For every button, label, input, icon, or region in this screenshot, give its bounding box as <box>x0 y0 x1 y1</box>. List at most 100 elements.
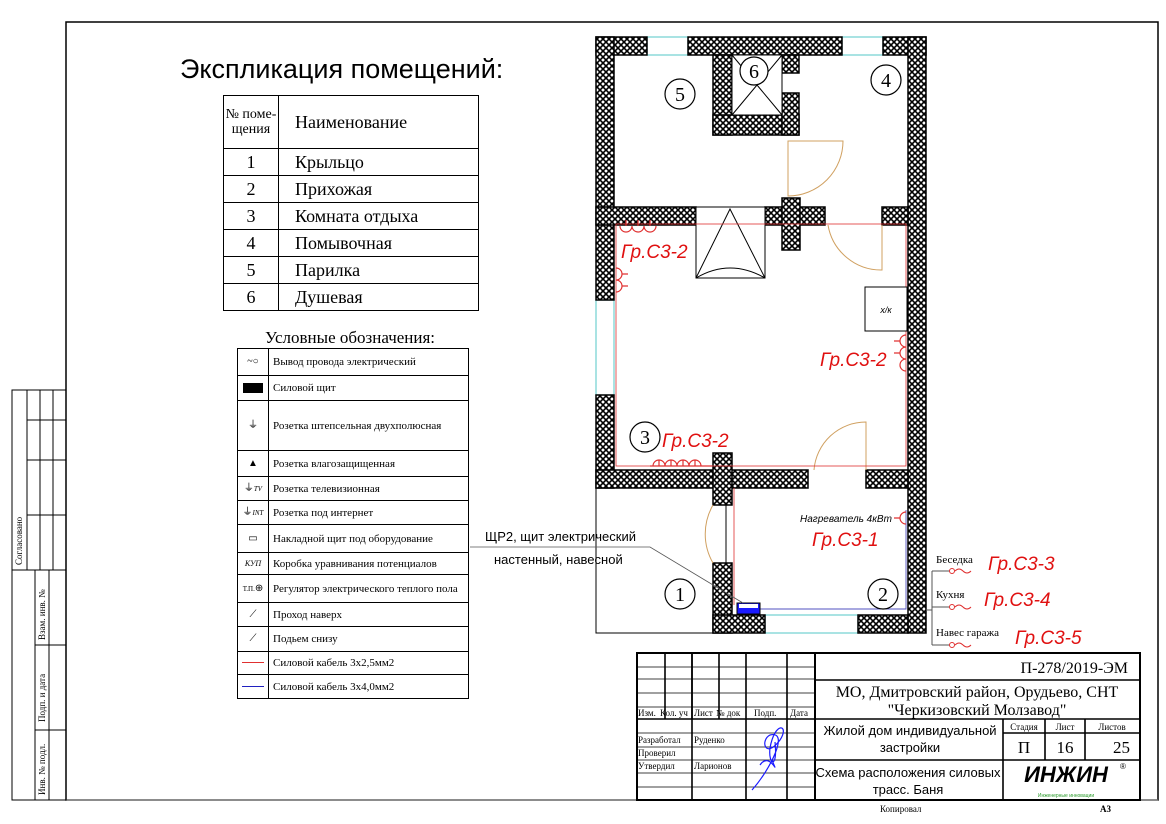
room-number-4: 4 <box>881 70 891 92</box>
stage-value: П <box>1018 738 1030 757</box>
legend-table: ~○Вывод провода электрический Силовой щи… <box>237 348 469 699</box>
room-number-5: 5 <box>675 84 685 106</box>
stamp-agreed: Согласовано <box>14 516 24 565</box>
legend-row: Силовой кабель 3х2,5мм2 <box>237 651 469 675</box>
room-name: Комната отдыха <box>278 202 479 230</box>
stamp-replace-inv: Взам. инв. № <box>37 589 47 640</box>
header-number: № поме-щения <box>223 95 279 149</box>
surface-panel-icon: ▭ <box>237 524 269 553</box>
output-label: Навес гаража <box>936 627 999 639</box>
sheet-title-1: Схема расположения силовых <box>815 765 1001 780</box>
stove <box>695 206 766 279</box>
legend-row: ~○Вывод провода электрический <box>237 348 469 376</box>
group-label: Гр.С3-3 <box>988 554 1055 575</box>
room-name: Помывочная <box>278 229 479 257</box>
role-label: Разработал <box>638 735 681 745</box>
legend-label: Силовой щит <box>268 375 469 401</box>
role-label: Проверил <box>638 748 676 758</box>
col-label: Дата <box>790 708 808 718</box>
tv-symbol: TV <box>253 484 263 493</box>
table-header: № поме-щения Наименование <box>223 95 479 149</box>
col-label: № док <box>716 708 741 718</box>
socket-icon: ⏚ <box>237 400 269 451</box>
legend-label: Подьем снизу <box>268 626 469 652</box>
legend-row: ⟋Проход наверх <box>237 602 469 627</box>
fridge <box>864 286 908 332</box>
room-number-1: 1 <box>675 584 685 606</box>
legend-label: Вывод провода электрический <box>268 348 469 376</box>
power-panel-icon <box>736 602 761 615</box>
floor-plan: х/к 5 6 4 3 1 2 Гр.С3-2 Гр.С3-2 Гр.С3-2 … <box>470 36 1082 649</box>
legend-label: Розетка влагозащищенная <box>268 450 469 477</box>
kup-symbol: КУП <box>244 558 262 568</box>
power-panel-icon <box>237 375 269 401</box>
logo-registered-mark: ® <box>1120 762 1126 771</box>
project-line-1: Жилой дом индивидуальной <box>823 723 996 738</box>
room-number-3: 3 <box>640 427 650 449</box>
sheets-value: 25 <box>1113 738 1130 757</box>
role-name: Ларионов <box>694 761 731 771</box>
panel-leader-line <box>470 546 744 604</box>
panel-label-2: настенный, навесной <box>494 552 623 567</box>
sheets-label: Листов <box>1098 722 1125 732</box>
floor-heating-regulator-icon: Т.П.⊕ <box>237 574 269 603</box>
room-number: 1 <box>223 148 279 176</box>
legend-label: Розетка телевизионная <box>268 476 469 501</box>
walls <box>595 36 927 634</box>
room-number-6: 6 <box>749 61 759 83</box>
sheet-label: Лист <box>1056 722 1075 732</box>
col-label: Подп. <box>754 708 776 718</box>
tv-socket-icon: ⏚TV <box>237 476 269 501</box>
legend-row: ▲Розетка влагозащищенная <box>237 450 469 477</box>
legend-label: Регулятор электрического теплого пола <box>268 574 469 603</box>
heater-label: Нагреватель 4кВт <box>800 514 892 525</box>
wire-outlet-icon: ~○ <box>237 348 269 376</box>
group-label: Гр.С3-4 <box>984 590 1051 611</box>
equipotential-box-icon: КУП <box>237 552 269 575</box>
group-label: Гр.С3-2 <box>662 431 729 452</box>
cable-red <box>615 223 907 605</box>
room-markers <box>629 56 902 610</box>
output-label: Беседка <box>936 554 973 566</box>
legend-label: Коробка уравнивания потенциалов <box>268 552 469 575</box>
copied-label: Копировал <box>880 804 922 814</box>
company-logo: ИНЖИН Инженерные инновации ® <box>1024 762 1126 799</box>
room-number: 4 <box>223 229 279 257</box>
waterproof-socket-icon: ▲ <box>237 450 269 477</box>
output-label: Кухня <box>936 589 964 601</box>
rise-from-below-icon: ⟋ <box>237 626 269 652</box>
group-label: Гр.С3-2 <box>820 350 887 371</box>
legend-row: КУП Коробка уравнивания потенциалов <box>237 552 469 575</box>
group-label: Гр.С3-2 <box>621 242 688 263</box>
group-label: Гр.С3-5 <box>1015 628 1082 649</box>
logo-subtitle: Инженерные инновации <box>1038 793 1094 799</box>
internet-socket-icon: ⏚INT <box>237 500 269 525</box>
int-symbol: INT <box>252 508 264 517</box>
outputs-branch <box>926 570 950 646</box>
legend-row: Т.П.⊕Регулятор электрического теплого по… <box>237 574 469 603</box>
cable-blue-line-icon <box>237 674 269 699</box>
legend-title: Условные обозначения: <box>265 328 436 347</box>
logo-text: ИНЖИН <box>1024 762 1109 787</box>
legend-row: ⏚Розетка штепсельная двухполюсная <box>237 400 469 451</box>
role-label: Утвердил <box>638 761 675 771</box>
legend-label: Проход наверх <box>268 602 469 627</box>
group-label: Гр.С3-1 <box>812 530 879 551</box>
room-number: 3 <box>223 202 279 230</box>
room-number: 6 <box>223 283 279 311</box>
room-number: 5 <box>223 256 279 284</box>
legend-row: ⟋Подьем снизу <box>237 626 469 652</box>
side-stamp <box>11 389 67 801</box>
cable-red-line-icon <box>237 651 269 675</box>
stage-label: Стадия <box>1010 722 1037 732</box>
power-panel-stripe <box>739 604 758 608</box>
signature <box>751 727 784 791</box>
legend-label: Розетка под интернет <box>268 500 469 525</box>
address-line-1: МО, Дмитровский район, Орудьево, СНТ <box>836 684 1119 701</box>
room-name: Парилка <box>278 256 479 284</box>
